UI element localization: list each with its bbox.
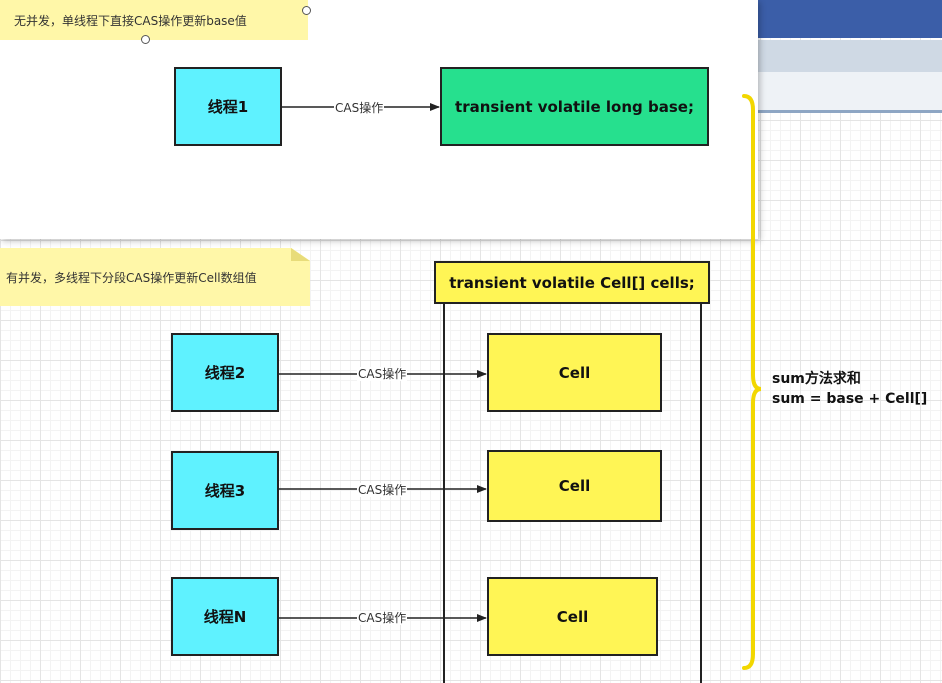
cell-box-3[interactable]: Cell — [487, 577, 658, 656]
note-single-thread[interactable]: 无并发，单线程下直接CAS操作更新base值 — [0, 0, 308, 40]
cas-label-3: CAS操作 — [357, 483, 408, 497]
cells-field-label: transient volatile Cell[] cells; — [449, 273, 695, 292]
thread-2-box[interactable]: 线程2 — [171, 333, 279, 412]
note-single-thread-text: 无并发，单线程下直接CAS操作更新base值 — [14, 13, 247, 28]
cas-label-n: CAS操作 — [357, 611, 408, 625]
toolbar-strip — [755, 40, 942, 72]
cell-2-label: Cell — [558, 477, 591, 495]
base-field-label: transient volatile long base; — [455, 97, 694, 116]
cells-field-header[interactable]: transient volatile Cell[] cells; — [434, 261, 710, 304]
note-multi-thread[interactable]: 有并发，多线程下分段CAS操作更新Cell数组值 — [0, 248, 310, 306]
thread-n-box[interactable]: 线程N — [171, 577, 279, 656]
cells-container-body[interactable] — [443, 303, 702, 683]
selection-handle[interactable] — [302, 6, 311, 15]
cas-label-2: CAS操作 — [357, 367, 408, 381]
cas-label-1: CAS操作 — [334, 101, 385, 115]
cell-1-label: Cell — [558, 363, 591, 382]
app-header-bar — [755, 0, 942, 38]
sum-brace — [742, 94, 762, 670]
thread-3-box[interactable]: 线程3 — [171, 451, 279, 530]
cell-box-1[interactable]: Cell — [487, 333, 662, 412]
cell-box-2[interactable]: Cell — [487, 450, 662, 522]
thread-1-label: 线程1 — [207, 98, 249, 116]
sum-line-2: sum = base + Cell[] — [772, 391, 928, 407]
selection-handle[interactable] — [141, 35, 150, 44]
thread-n-label: 线程N — [203, 608, 247, 626]
thread-2-label: 线程2 — [204, 364, 246, 382]
panel-strip — [755, 72, 942, 110]
sum-annotation[interactable]: sum方法求和 sum = base + Cell[] — [772, 369, 927, 409]
thread-1-box[interactable]: 线程1 — [174, 67, 282, 146]
thread-3-label: 线程3 — [204, 482, 246, 500]
sum-line-1: sum方法求和 — [772, 371, 861, 387]
cell-3-label: Cell — [556, 607, 589, 626]
base-field-box[interactable]: transient volatile long base; — [440, 67, 709, 146]
note-multi-thread-text: 有并发，多线程下分段CAS操作更新Cell数组值 — [6, 270, 257, 285]
panel-divider — [755, 110, 942, 113]
